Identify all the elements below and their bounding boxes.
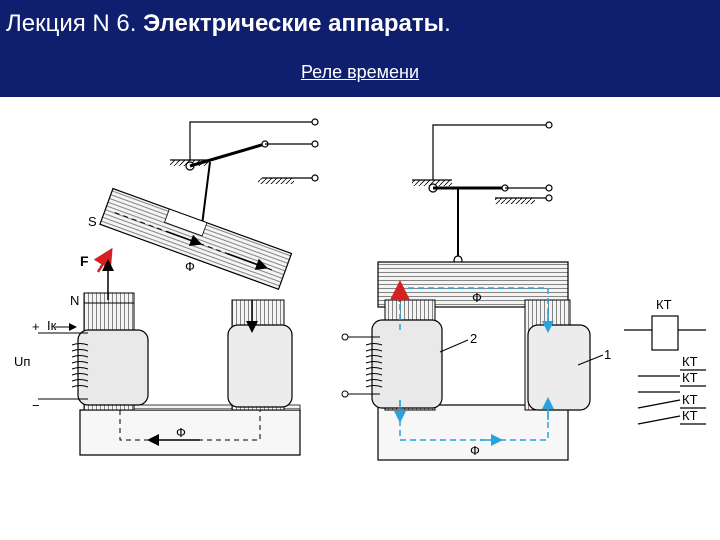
subtitle-text: Реле времени (300, 62, 420, 82)
plus-label: + (32, 319, 40, 334)
left-bottom-yoke (79, 409, 301, 456)
right-coil (371, 319, 443, 409)
right-flux-bottom-label: Ф (470, 443, 480, 458)
minus-label: − (32, 398, 40, 413)
contact-kt-2: КТ (682, 370, 698, 385)
right-relay: Ф Ф 2 1 (341, 121, 611, 461)
right-contact-linkage (412, 121, 553, 265)
callout-2: 2 (470, 331, 477, 346)
left-coil-winding (71, 343, 89, 388)
left-contact-linkage (170, 118, 319, 230)
left-flux-top-label: Ф (185, 259, 195, 274)
voltage-label: Uп (14, 354, 30, 369)
left-armature (99, 187, 293, 291)
left-coil (77, 329, 149, 406)
pole-s-label: S (88, 214, 97, 229)
title-bold: Электрические аппараты (143, 10, 445, 37)
title-prefix: Лекция N 6. (6, 10, 144, 37)
right-bottom-yoke (377, 404, 569, 461)
left-relay: Ф Ф S N F (14, 118, 319, 456)
relay-coil-symbol (651, 315, 679, 351)
title-suffix: . (444, 10, 451, 37)
force-label: F (80, 253, 89, 269)
contact-kt-3: КТ (682, 392, 698, 407)
left-coil-terminals (38, 323, 88, 400)
relay-diagram: Ф Ф S N F (14, 118, 706, 461)
coil-kt-label: КТ (656, 297, 672, 312)
diagram-panel: Ф Ф S N F (0, 97, 720, 540)
contact-kt-1: КТ (682, 354, 698, 369)
slide-subtitle: Реле времени (0, 62, 720, 83)
slide-title: Лекция N 6. Электрические аппараты. (6, 10, 451, 38)
current-label: Iк (47, 318, 57, 333)
callout-1: 1 (604, 347, 611, 362)
pole-n-label: N (70, 293, 79, 308)
right-coil-terminals (341, 333, 380, 398)
contact-schematic (624, 315, 706, 425)
left-right-sleeve (227, 324, 293, 408)
right-flux-top-label: Ф (472, 290, 482, 305)
contact-kt-4: КТ (682, 408, 698, 423)
left-flux-bottom-label: Ф (176, 425, 186, 440)
right-coil-winding (365, 343, 383, 388)
right-flux-path-top (399, 287, 549, 330)
right-sleeve (527, 324, 591, 411)
